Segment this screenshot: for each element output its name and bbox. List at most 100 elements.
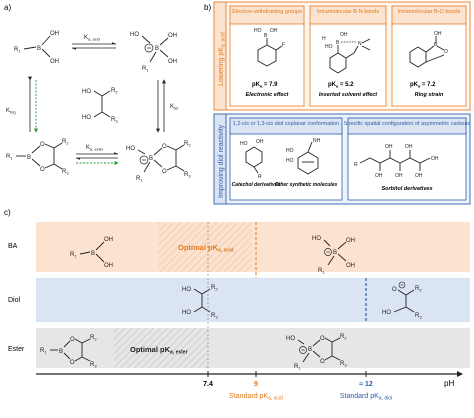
k-ester-label: Ka, ester — [86, 145, 104, 152]
row-band — [36, 328, 470, 368]
bond — [323, 239, 331, 247]
bond — [31, 158, 41, 167]
bond — [393, 306, 407, 313]
boron-label: B — [155, 46, 159, 52]
bond — [361, 45, 371, 51]
box-intramolecular-bo: Intramolecular B-O bonds B O OH pKa = 7.… — [391, 5, 467, 107]
ho-label: HO — [286, 158, 294, 164]
boron-label: B — [27, 155, 31, 161]
negative-charge-icon — [398, 281, 406, 289]
bond — [331, 355, 341, 361]
bond — [137, 149, 146, 155]
oh-label: OH — [434, 31, 442, 37]
bond — [193, 288, 203, 295]
ho-label: HO — [182, 287, 191, 293]
k-trig-arrows: Ktrig — [6, 76, 39, 133]
ho-label: HO — [325, 44, 333, 50]
oh-label: OH — [50, 31, 59, 37]
r1-label: R1 — [6, 154, 13, 161]
boron-label: B — [308, 347, 312, 353]
o-label: O — [70, 337, 75, 343]
r2-label: R2 — [184, 141, 191, 148]
r1-label: R1 — [142, 66, 149, 73]
ho-label: HO — [382, 310, 391, 316]
bond — [324, 337, 333, 343]
std-pka-diol-label: Standard pKa, diol — [340, 393, 392, 402]
bond — [253, 166, 259, 174]
fluorine-label: F — [282, 42, 285, 48]
r2-label: R2 — [90, 335, 97, 342]
lowering-pka-sidebar — [213, 1, 227, 111]
bond — [95, 253, 105, 263]
bond — [74, 338, 83, 344]
bond — [324, 355, 333, 361]
bond — [23, 46, 37, 50]
o-label: O — [40, 142, 45, 148]
r2-label: R2 — [62, 139, 69, 146]
box-asymmetric-carbons: Specific spatial configuration of asymme… — [344, 117, 471, 201]
bond — [79, 251, 91, 255]
boron-label: B — [264, 33, 268, 39]
bond — [405, 306, 415, 313]
tick-label: 9 — [254, 381, 258, 388]
bond — [153, 159, 163, 168]
r3-label: R3 — [211, 313, 218, 320]
r1-label: R1 — [70, 252, 77, 259]
optimal-zone — [158, 222, 252, 272]
row-band — [36, 222, 470, 272]
o-label: O — [320, 336, 325, 342]
boron-label: B — [149, 156, 153, 162]
o-label: O — [70, 360, 75, 366]
ho-label: HO — [240, 141, 248, 147]
bond — [201, 288, 211, 295]
o-label: O — [320, 359, 325, 365]
bond — [397, 289, 407, 296]
box-electron-withdrawing: Electron-withdrawing groups B HO OH F pK… — [229, 5, 305, 107]
oh-label: OH — [346, 238, 355, 244]
oh-label: OH — [168, 59, 177, 65]
bond — [201, 306, 211, 313]
optimal-label: Optimal pKa, ester — [130, 345, 188, 356]
box-title: Electron-withdrawing groups — [232, 9, 302, 15]
r-label: R — [258, 174, 262, 180]
oh-label: OH — [385, 144, 393, 150]
pka-value: pKa = 7.2 — [410, 82, 436, 89]
negative-charge-icon — [139, 155, 149, 165]
bond — [345, 52, 355, 59]
bond — [44, 143, 55, 149]
negative-charge-icon — [299, 346, 307, 354]
bond — [327, 255, 335, 266]
k-tet-label: Ktet — [170, 104, 179, 111]
boron-label: B — [336, 40, 340, 46]
bond — [337, 253, 347, 262]
boron-label: B — [434, 42, 438, 48]
panel-a-label: a) — [4, 3, 11, 12]
box-header — [309, 5, 387, 25]
box-header — [391, 5, 467, 25]
bond — [175, 165, 185, 172]
oh-label: OH — [168, 33, 177, 39]
ho-label: HO — [312, 236, 321, 242]
bond — [425, 54, 445, 63]
boron-label: B — [37, 46, 41, 52]
bond — [63, 352, 71, 360]
k-acid-label: Ka, acid — [84, 35, 100, 42]
boron-label: B — [91, 251, 95, 257]
oh-label: OH — [346, 263, 355, 269]
oh-label: OH — [340, 32, 348, 38]
r1-label: R1 — [136, 176, 143, 183]
bond — [353, 45, 359, 54]
oh-label: OH — [405, 144, 413, 150]
oh-label: OH — [104, 237, 113, 243]
negative-charge-icon — [324, 248, 332, 256]
optimal-label: Optimal pKa, acid — [178, 243, 234, 254]
o-label: O — [162, 144, 167, 150]
bond — [149, 51, 157, 63]
r2-label: R2 — [111, 88, 118, 95]
bond — [312, 350, 321, 358]
boron-label: B — [333, 250, 337, 256]
r2-label: R2 — [211, 285, 218, 292]
std-pka-acid-label: Standard pKa, acid — [229, 393, 283, 402]
bond — [159, 49, 169, 58]
bond — [331, 337, 341, 343]
